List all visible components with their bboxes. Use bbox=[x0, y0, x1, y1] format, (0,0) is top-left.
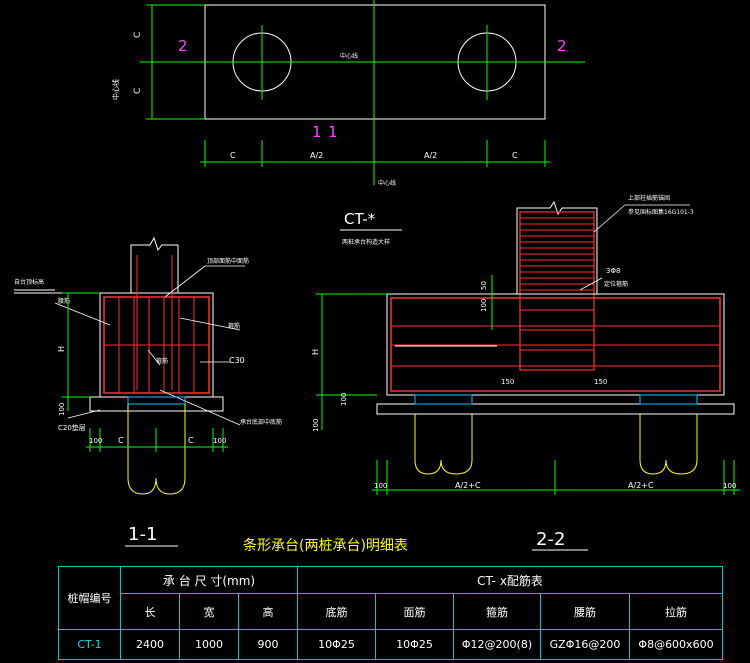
plan-c-top: C bbox=[133, 32, 143, 38]
s1-leader-side bbox=[54, 302, 111, 326]
s2-title: 2-2 bbox=[536, 529, 565, 550]
th-size: 承 台 尺 寸(mm) bbox=[121, 567, 298, 594]
plan-section-mark-right: 2 bbox=[557, 37, 567, 55]
s1-leader-bottom bbox=[159, 389, 241, 426]
ct-subtitle: 两桩承台构造大样 bbox=[342, 238, 390, 246]
rebar-table: 桩帽编号 承 台 尺 寸(mm) CT- x配筋表 长 宽 高 底筋 面筋 箍筋… bbox=[58, 566, 723, 660]
th-id: 桩帽编号 bbox=[59, 567, 121, 630]
s2-dim-100a: 100 bbox=[480, 299, 488, 312]
th-rebar: CT- x配筋表 bbox=[298, 567, 722, 594]
th-height: 高 bbox=[239, 594, 298, 630]
section-2-view: 上部柱插筋锚固 参见国标图集16G101-3 3Φ8 定位箍筋 50 100 1… bbox=[311, 194, 740, 551]
td-length: 2400 bbox=[121, 630, 180, 659]
s2-column-note-1: 上部柱插筋锚固 bbox=[628, 194, 670, 202]
td-waist: GZΦ16@200 bbox=[541, 630, 630, 659]
table-title: 条形承台(两桩承台)明细表 bbox=[243, 537, 408, 554]
s2-column-ties bbox=[520, 217, 594, 351]
s2-cap-pad-right bbox=[639, 394, 698, 405]
th-bottom: 底筋 bbox=[298, 594, 376, 630]
s2-dim-150-right: 150 bbox=[594, 378, 607, 386]
s1-column-stub bbox=[130, 236, 179, 293]
s1-dim-b-1: C bbox=[118, 436, 124, 445]
s2-dim-100c: 100 bbox=[312, 419, 320, 432]
s1-dim-b-2: C bbox=[188, 436, 194, 445]
th-length: 长 bbox=[121, 594, 180, 630]
s1-cap-pad bbox=[127, 396, 186, 405]
s2-bar-label-2: 定位箍筋 bbox=[604, 280, 628, 288]
s1-pile bbox=[127, 404, 186, 495]
ct-title: CT-* bbox=[344, 210, 376, 228]
th-width: 宽 bbox=[180, 594, 239, 630]
s2-dim-50: 50 bbox=[480, 281, 488, 290]
s2-pile-right bbox=[639, 414, 698, 475]
plan-center-label: 中心线 bbox=[340, 52, 358, 60]
td-tie: Φ8@600x600 bbox=[638, 638, 714, 651]
s2-dim-h: H bbox=[311, 349, 320, 355]
s1-leader-stirrup bbox=[179, 317, 241, 331]
s2-pile-left bbox=[414, 414, 473, 475]
s1-top-rebar-label: 顶部面筋中面筋 bbox=[207, 257, 249, 265]
s2-dim-150-left: 150 bbox=[501, 378, 514, 386]
s1-bottom-label: 承台底部中底筋 bbox=[240, 418, 282, 426]
section-1-view: 自台顶标高 顶部面筋中面筋 腰筋 箍筋 箍筋 C30 承台底部中底筋 C20垫层 bbox=[14, 236, 282, 547]
s1-leader-top bbox=[164, 265, 206, 298]
s1-side-bar-label: 腰筋 bbox=[58, 297, 70, 305]
ct-label: CT-* 两桩承台构造大样 bbox=[340, 210, 402, 246]
s1-cushion-leader bbox=[67, 409, 101, 419]
th-top: 面筋 bbox=[376, 594, 454, 630]
plan-dim-3: C bbox=[512, 151, 518, 160]
s1-dim-h: H bbox=[57, 346, 66, 352]
plan-dim-0: C bbox=[230, 151, 236, 160]
s1-dim-b-0: 100 bbox=[89, 437, 102, 445]
s2-leader-column bbox=[593, 204, 626, 233]
s1-center-bar-label: 箍筋 bbox=[156, 357, 168, 365]
s2-dim-b-2: A/2+C bbox=[628, 481, 654, 490]
plan-section-mark-bottom: 1 bbox=[328, 123, 338, 141]
th-waist: 腰筋 bbox=[541, 594, 630, 630]
s2-dim-b-3: 100 bbox=[723, 482, 736, 490]
plan-view: C C 中心线 2 2 中心线 1 1 C A/2 A/2 C 中心线 bbox=[111, 0, 585, 187]
s2-bar-label-1: 3Φ8 bbox=[606, 267, 620, 275]
s1-ground-label: 自台顶标高 bbox=[14, 278, 44, 286]
s2-column-rebar bbox=[519, 211, 595, 371]
s2-dim-b-1: A/2+C bbox=[455, 481, 481, 490]
plan-dim-1: A/2 bbox=[310, 151, 323, 160]
plan-center-below: 中心线 bbox=[378, 179, 396, 187]
s2-cap-outline bbox=[386, 293, 725, 396]
td-stirrup: Φ12@200(8) bbox=[454, 630, 541, 659]
plan-dim-2: A/2 bbox=[424, 151, 437, 160]
s1-cushion-label: C20垫层 bbox=[58, 423, 86, 432]
plan-section-mark-left: 2 bbox=[178, 37, 188, 55]
td-height: 900 bbox=[239, 630, 298, 659]
s2-column-note-2: 参见国标图集16G101-3 bbox=[628, 208, 694, 216]
s2-cap-pad-left bbox=[414, 394, 473, 405]
s2-cushion bbox=[376, 403, 735, 415]
s1-title: 1-1 bbox=[128, 524, 157, 545]
th-tie: 拉筋 bbox=[630, 594, 722, 630]
s1-leader-center bbox=[147, 349, 161, 366]
plan-side-label: 中心线 bbox=[111, 79, 120, 100]
td-bottom: 10Φ25 bbox=[298, 630, 376, 659]
s1-dim-b-3: 100 bbox=[213, 437, 226, 445]
s1-concrete-label: C30 bbox=[229, 356, 245, 365]
s2-dim-b-0: 100 bbox=[374, 482, 387, 490]
s1-stirrup-label: 箍筋 bbox=[228, 322, 240, 330]
td-width: 1000 bbox=[180, 630, 239, 659]
plan-section-mark-top: 1 bbox=[312, 123, 322, 141]
td-top: 10Φ25 bbox=[376, 630, 454, 659]
s1-dim-100: 100 bbox=[58, 403, 66, 416]
th-stirrup: 箍筋 bbox=[454, 594, 541, 630]
s2-column-outline bbox=[516, 200, 598, 294]
s2-dim-100b: 100 bbox=[340, 393, 348, 406]
td-id: CT-1 bbox=[59, 630, 121, 659]
plan-c-bottom: C bbox=[133, 88, 143, 94]
s2-leader-bar bbox=[579, 277, 603, 291]
